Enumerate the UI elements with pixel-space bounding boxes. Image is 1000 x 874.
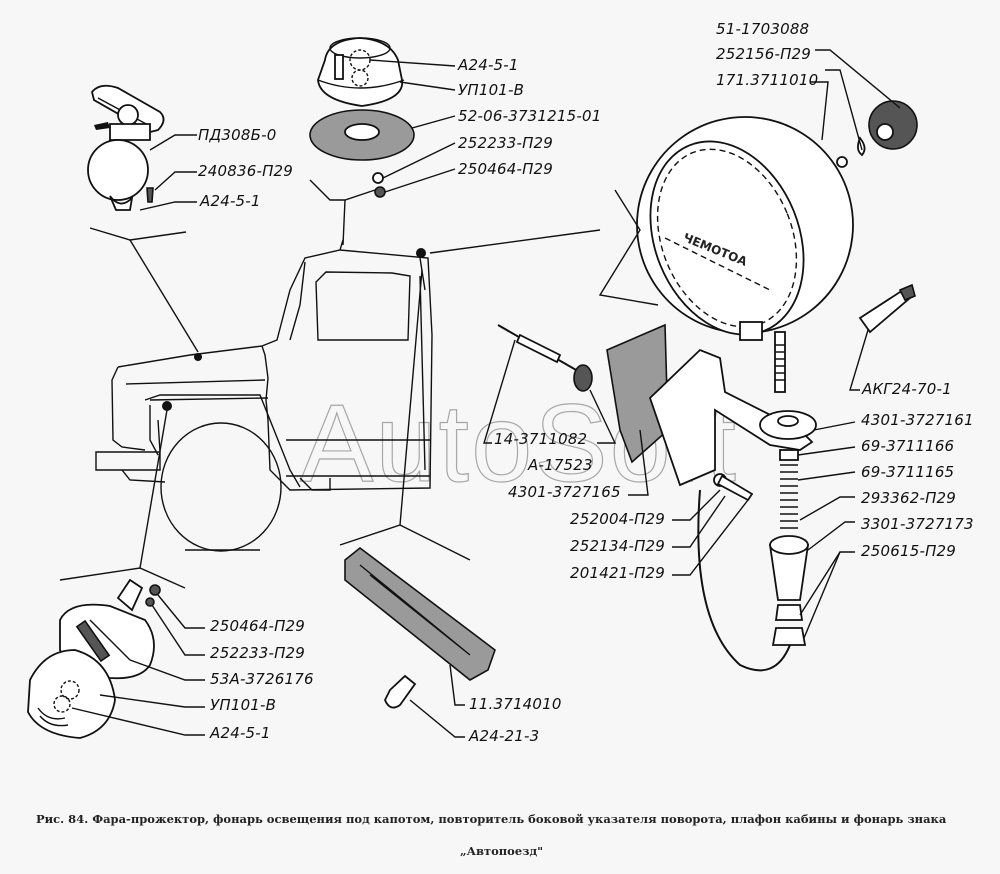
part-label-293362-p29: 293362-П29 [861, 489, 957, 507]
part-label-201421-p29: 201421-П29 [570, 564, 666, 582]
part-label-53a-3726176: 53А-3726176 [210, 670, 314, 688]
part-label-11-3714010: 11.3714010 [469, 695, 562, 713]
part-label-4301-3727161: 4301-3727161 [861, 411, 974, 429]
dome-light-drawing [309, 37, 415, 198]
figure-caption-continued: „Автопоезд" [460, 844, 544, 858]
part-label-a24-5-1-repeater: А24-5-1 [210, 724, 271, 742]
part-label-252156-p29: 252156-П29 [716, 45, 812, 63]
underhood-lamp-drawing [87, 84, 165, 211]
spotlight-drawing: ЧЕМОТОА [636, 100, 918, 393]
sign-lamp-drawing [344, 546, 496, 709]
label-leaders [71, 49, 901, 738]
spotlight-bracket-drawing [497, 323, 817, 672]
part-label-14-3711082: 14-3711082 [494, 430, 588, 448]
part-label-up101-v-dome: УП101-В [458, 81, 525, 99]
part-label-69-3711165: 69-3711165 [861, 463, 955, 481]
side-repeater-drawing [27, 578, 161, 739]
part-label-4301-3727165: 4301-3727165 [508, 483, 621, 501]
part-label-252134-p29: 252134-П29 [570, 537, 666, 555]
part-label-240836-p29: 240836-П29 [198, 162, 294, 180]
part-label-3301-3727173: 3301-3727173 [861, 515, 974, 533]
part-label-akg24-70-1: АКГ24-70-1 [862, 380, 952, 398]
truck-outline [95, 239, 433, 552]
part-label-a-17523: А-17523 [528, 456, 593, 474]
part-label-a24-5-1-underhood: А24-5-1 [200, 192, 261, 210]
part-label-252233-p29-repeater: 252233-П29 [210, 644, 306, 662]
figure-caption: Рис. 84. Фара-прожектор, фонарь освещени… [36, 812, 947, 826]
part-label-250464-p29-dome: 250464-П29 [458, 160, 554, 178]
group-pointers [59, 179, 659, 589]
part-label-a24-5-1-dome: А24-5-1 [458, 56, 519, 74]
part-label-250464-p29-repeater: 250464-П29 [210, 617, 306, 635]
part-label-51-1703088: 51-1703088 [716, 20, 810, 38]
part-label-up101-v-repeater: УП101-В [210, 696, 277, 714]
part-label-252004-p29: 252004-П29 [570, 510, 666, 528]
part-label-a24-21-3: А24-21-3 [469, 727, 540, 745]
part-label-pd308b-0: ПД308Б-0 [198, 126, 277, 144]
part-label-52-06-3731215-01: 52-06-3731215-01 [458, 107, 602, 125]
part-label-252233-p29-dome: 252233-П29 [458, 134, 554, 152]
part-label-171-3711010: 171.3711010 [716, 71, 819, 89]
part-label-69-3711166: 69-3711166 [861, 437, 955, 455]
part-label-250615-p29: 250615-П29 [861, 542, 957, 560]
